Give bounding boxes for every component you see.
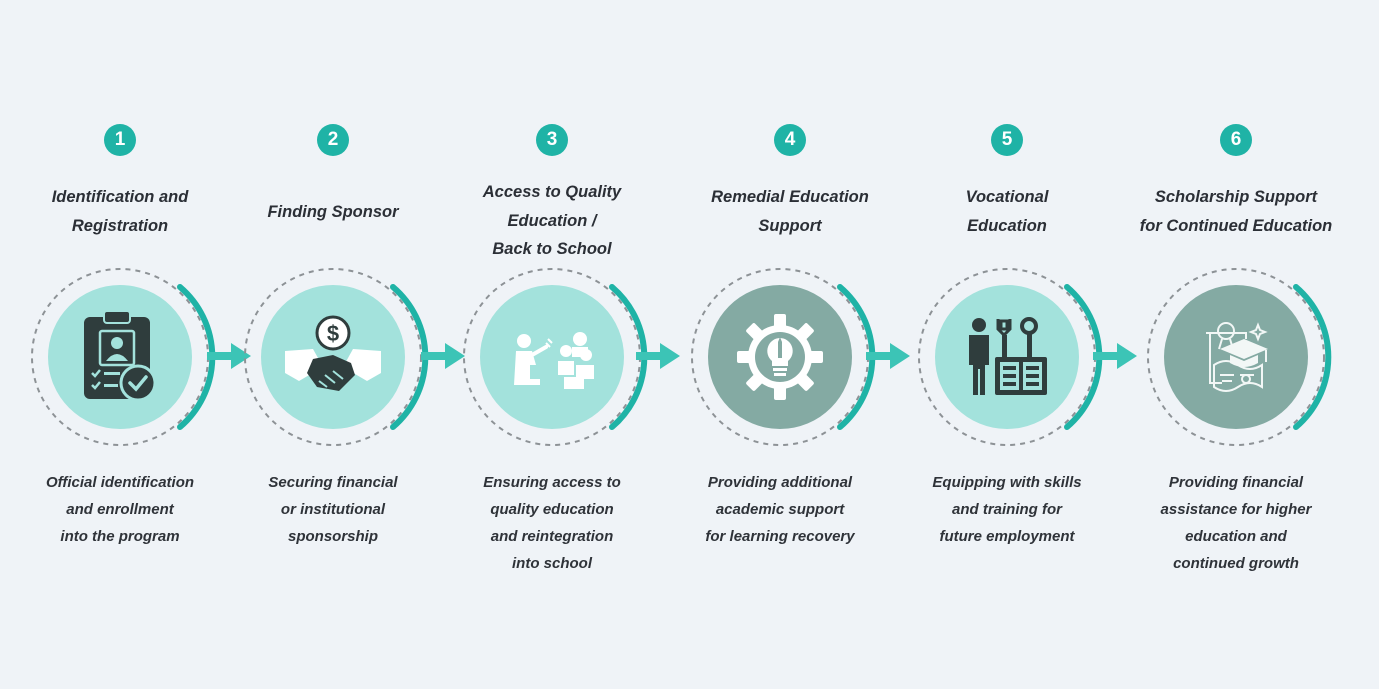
step-number-badge: 6 <box>1220 124 1252 156</box>
step-title: Identification and Registration <box>51 188 189 235</box>
step-3: 3 Access to Quality Education / Back to … <box>437 0 667 689</box>
step-icon-ring <box>30 267 216 447</box>
arrow-right-icon <box>1093 343 1137 369</box>
step-description: Securing financial or institutional spon… <box>268 474 398 545</box>
step-title: Vocational Education <box>965 188 1049 235</box>
step-title: Scholarship Support for Continued Educat… <box>1139 188 1333 235</box>
gear-lightbulb-pencil-icon <box>737 314 823 400</box>
step-number-badge: 5 <box>991 124 1023 156</box>
step-4: 4 Remedial Education Support <box>675 0 905 689</box>
step-number-badge: 1 <box>104 124 136 156</box>
arrow-right-icon <box>207 343 251 369</box>
svg-text:$: $ <box>327 321 339 346</box>
graduation-cap-diploma-icon <box>1206 322 1268 392</box>
step-icon-ring <box>690 267 876 447</box>
step-description: Providing financial assistance for highe… <box>1160 474 1312 572</box>
arrow-right-icon <box>421 343 465 369</box>
step-icon-ring <box>917 267 1103 447</box>
handshake-dollar-icon: $ <box>285 315 381 391</box>
step-icon-ring: $ <box>243 267 429 447</box>
step-description: Ensuring access to quality education and… <box>483 474 621 572</box>
step-icon-ring <box>1146 267 1332 447</box>
step-number-badge: 4 <box>774 124 806 156</box>
teacher-students-icon <box>514 332 594 389</box>
clipboard-id-check-icon <box>84 310 157 402</box>
step-description: Providing additional academic support fo… <box>705 474 855 545</box>
step-icon-ring <box>462 267 648 447</box>
step-2: 2 Finding Sponsor $ Securing financial o… <box>218 0 448 689</box>
step-description: Official identification and enrollment i… <box>45 474 195 545</box>
step-title: Finding Sponsor <box>267 203 399 221</box>
step-title: Access to Quality Education / Back to Sc… <box>482 183 622 258</box>
step-1: 1 Identification and Registration Off <box>5 0 235 689</box>
arrow-right-icon <box>866 343 910 369</box>
worker-tools-book-icon <box>969 317 1047 395</box>
step-title: Remedial Education Support <box>711 188 869 235</box>
step-6: 6 Scholarship Support for Continued Educ… <box>1121 0 1351 689</box>
step-number-badge: 3 <box>536 124 568 156</box>
step-description: Equipping with skills and training for f… <box>932 474 1082 545</box>
step-number-badge: 2 <box>317 124 349 156</box>
arrow-right-icon <box>636 343 680 369</box>
step-5: 5 Vocational Education <box>892 0 1122 689</box>
